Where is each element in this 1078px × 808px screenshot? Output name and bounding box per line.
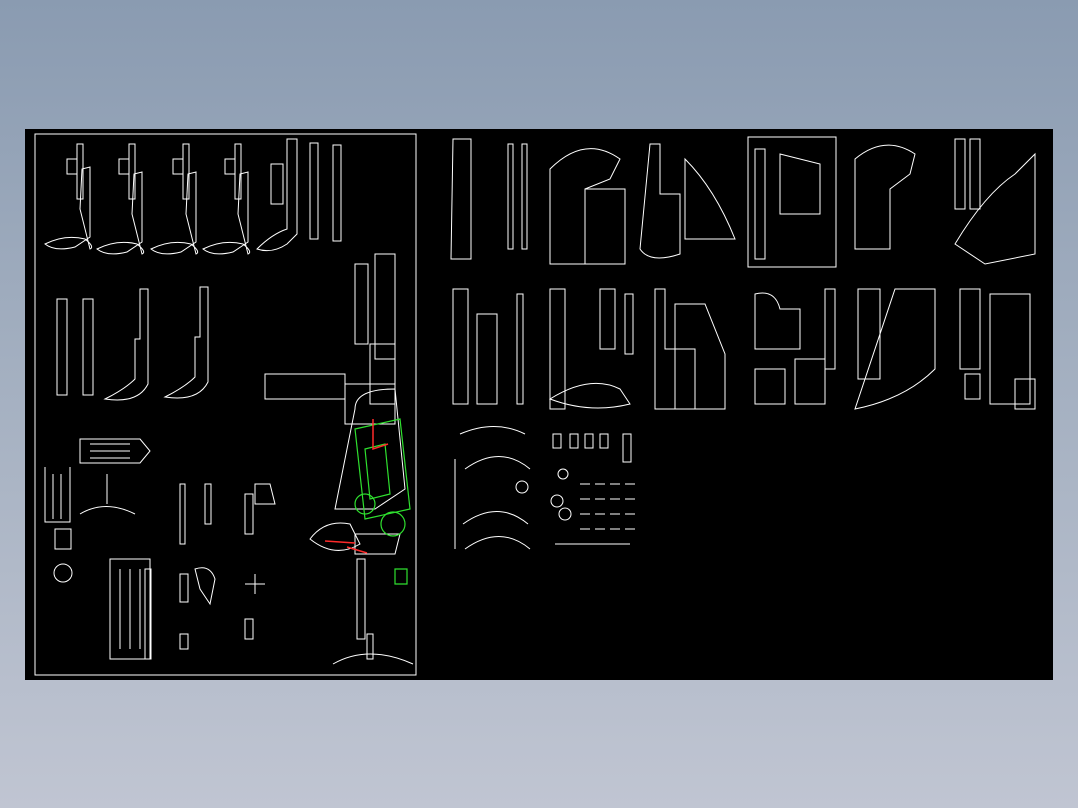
parts-grid-row-1 xyxy=(450,136,1036,268)
parts-grid-row-2 xyxy=(452,288,1036,410)
main-assembly xyxy=(264,253,414,665)
assembly-sheet-border xyxy=(34,133,417,676)
cad-drawing xyxy=(34,133,1036,676)
small-parts-lower-left xyxy=(44,438,276,660)
parts-grid-row-3 xyxy=(454,426,635,550)
cad-drawing-canvas xyxy=(25,129,1053,680)
receiver-views-top-row xyxy=(44,138,342,255)
receiver-views-second-row xyxy=(56,286,209,401)
